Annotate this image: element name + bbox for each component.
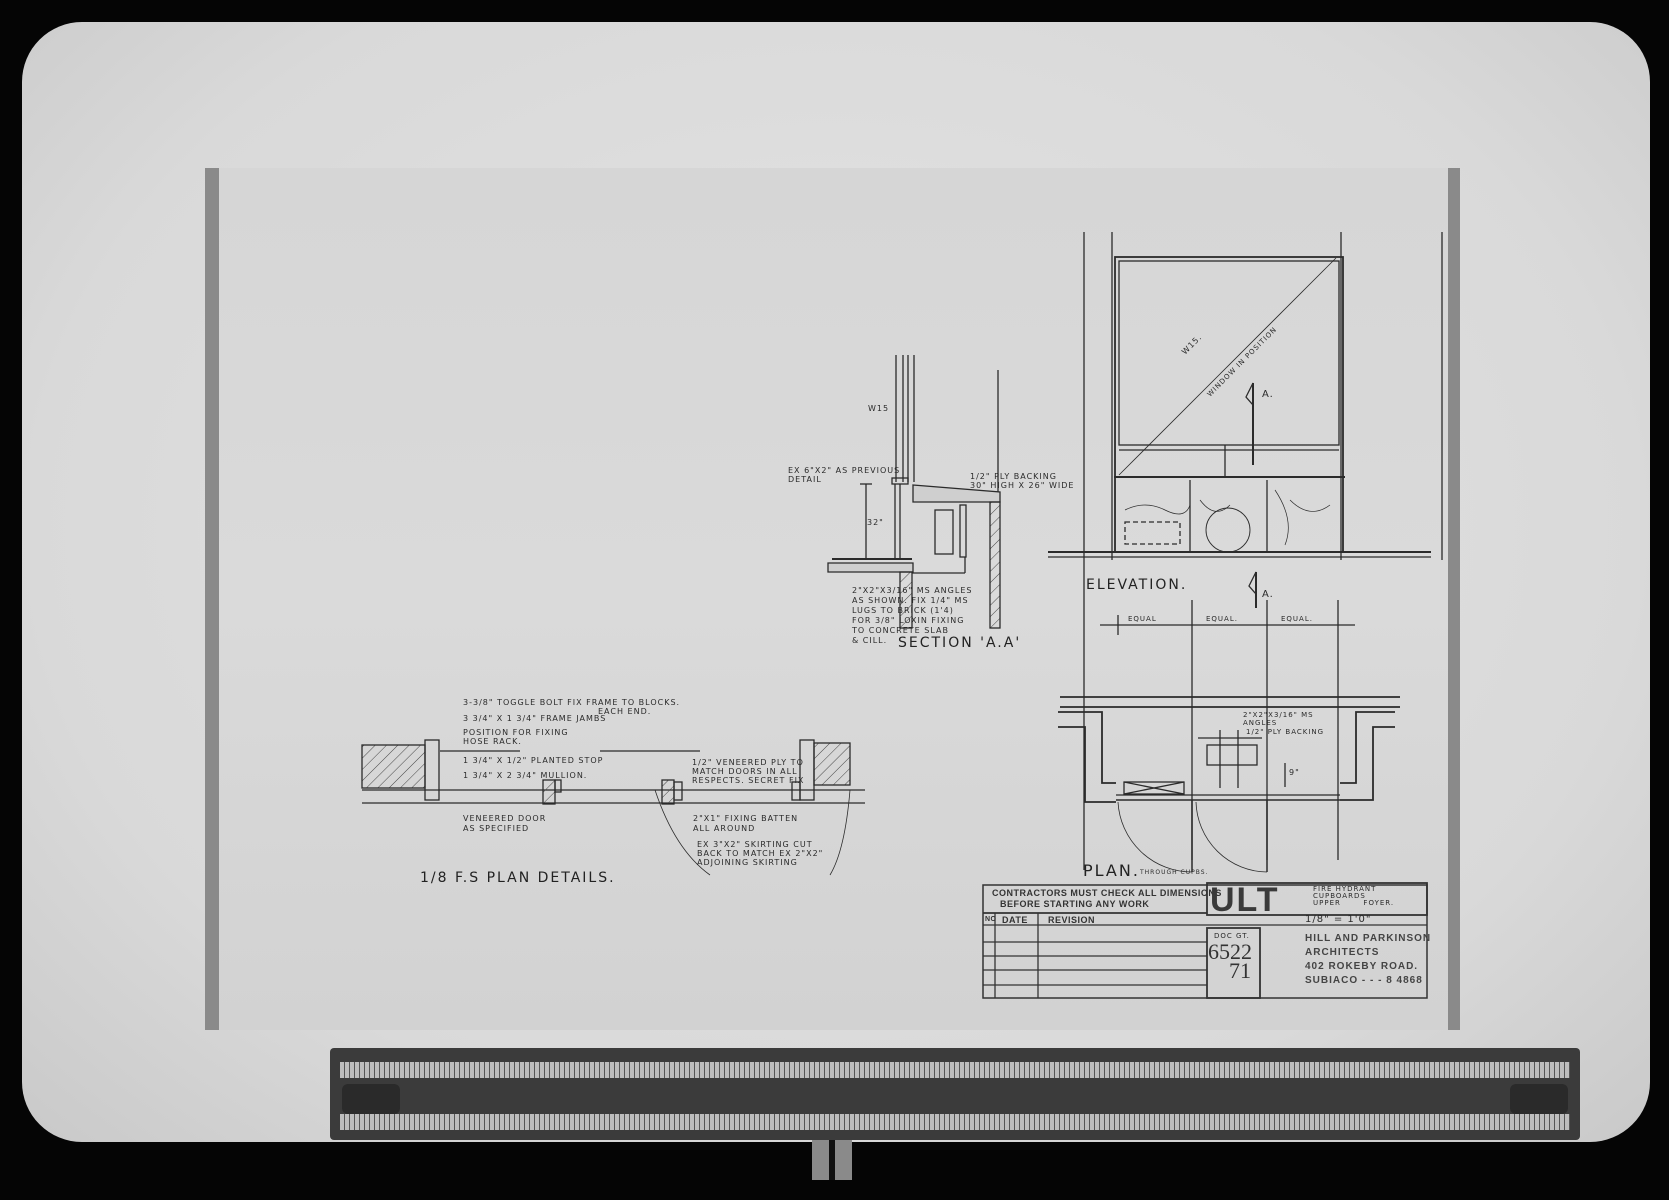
- detail-note-mullion: 1 3/4" x 2 3/4" MULLION.: [463, 771, 588, 780]
- detail-note-batten-2: ALL AROUND: [693, 824, 756, 833]
- architect-block: HILL AND PARKINSON ARCHITECTS 402 ROKEBY…: [1305, 932, 1431, 988]
- architect-name: HILL AND PARKINSON: [1305, 933, 1432, 944]
- plan-note-angles: 2"x2"x3/16" MS: [1243, 711, 1314, 719]
- col-no: No: [985, 916, 997, 923]
- section-note-backing-2: 30" HIGH x 26" WIDE: [970, 481, 1075, 490]
- sheet-edge-strip-right: [1448, 168, 1460, 1030]
- ruler-scale-bottom: [340, 1114, 1570, 1130]
- plan-details-title: 1/8 F.S PLAN DETAILS.: [420, 870, 616, 886]
- project-code: ULT: [1210, 881, 1280, 919]
- detail-note-planted-stop: 1 3/4" x 1/2" PLANTED STOP: [463, 756, 604, 765]
- col-revision: REVISION: [1048, 915, 1096, 925]
- dim-equal-1: EQUAL: [1128, 615, 1157, 623]
- detail-note-ply: 1/2" VENEERED PLY TO: [692, 758, 804, 767]
- architect-address: 402 ROKEBY ROAD.: [1305, 961, 1419, 972]
- note-line: 2"x2"x3/16" MS ANGLES: [852, 586, 973, 595]
- dim-equal-2: EQUAL.: [1206, 615, 1238, 623]
- plan-subtitle: THROUGH CUPBS.: [1140, 869, 1209, 876]
- drawing-sheet: [205, 168, 1460, 1030]
- section-aa-title: SECTION 'A.A': [898, 635, 1022, 651]
- architect-title: ARCHITECTS: [1305, 947, 1380, 958]
- ruler-clip-left: [342, 1084, 400, 1114]
- detail-note-door-2: AS SPECIFIED: [463, 824, 530, 833]
- detail-note-frame-jambs: 3 3/4" x 1 3/4" FRAME JAMBS: [463, 714, 607, 723]
- detail-note-ply-3: RESPECTS. SECRET FIX: [692, 776, 805, 785]
- doc-number: 6522: [1208, 939, 1252, 964]
- drawing-title-line: FIRE HYDRANT: [1313, 885, 1377, 893]
- detail-note-ply-2: MATCH DOORS IN ALL: [692, 767, 798, 776]
- section-marker-lower: A.: [1262, 589, 1274, 600]
- architect-phone: SUBIACO - - - 8 4868: [1305, 975, 1423, 986]
- elevation-title: ELEVATION.: [1086, 577, 1188, 593]
- plan-drawing: [1058, 696, 1400, 873]
- contractor-warning: CONTRACTORS MUST CHECK ALL DIMENSIONS: [992, 888, 1222, 898]
- drawing-title: FIRE HYDRANT CUPBOARDS UPPER FOYER.: [1313, 886, 1394, 907]
- detail-note-skirting-3: ADJOINING SKIRTING: [697, 858, 798, 867]
- sheet-number: 71: [1229, 958, 1251, 983]
- section-note-previous-2: DETAIL: [788, 475, 822, 484]
- doc-label: DOC GT.: [1214, 932, 1250, 940]
- scale-ruler: [330, 1048, 1580, 1140]
- note-line: TO CONCRETE SLAB: [852, 626, 949, 635]
- plan-note-backing: 1/2" PLY BACKING: [1246, 728, 1325, 736]
- sheet-edge-strip-left: [205, 168, 219, 1030]
- detail-note-toggle-bolt: 3-3/8" TOGGLE BOLT FIX FRAME TO BLOCKS.: [463, 698, 681, 707]
- detail-note-door: VENEERED DOOR: [463, 814, 547, 823]
- note-line: FOR 3/8" LOXIN FIXING: [852, 616, 965, 625]
- plan-note-angles-2: ANGLES: [1243, 719, 1278, 727]
- section-window-ref: W15: [868, 404, 890, 413]
- section-marker-upper: A.: [1262, 389, 1274, 400]
- ruler-stand: [812, 1140, 852, 1180]
- plan-dim: 9": [1289, 768, 1300, 777]
- title-block-lines: [982, 882, 1428, 999]
- detail-note-batten: 2"x1" FIXING BATTEN: [693, 814, 799, 823]
- section-note-previous: EX 6"x2" AS PREVIOUS: [788, 466, 901, 475]
- ruler-clip-right: [1510, 1084, 1568, 1114]
- section-note-backing: 1/2" PLY BACKING: [970, 472, 1057, 481]
- detail-note-hose-rack: POSITION FOR FIXING: [463, 728, 569, 737]
- drawing-title-line: CUPBOARDS: [1313, 892, 1366, 900]
- elevation-drawing: [1048, 232, 1443, 870]
- section-aa-drawing: [827, 355, 1001, 629]
- plan-title: PLAN.: [1083, 861, 1140, 880]
- plan-details-drawing: [361, 739, 865, 876]
- section-dim-height: 32": [867, 518, 884, 527]
- contractor-warning-2: BEFORE STARTING ANY WORK: [1000, 899, 1150, 909]
- note-line: LUGS TO BRICK (1'4): [852, 606, 954, 615]
- detail-note-hose-rack-2: HOSE RACK.: [463, 737, 522, 746]
- note-line: AS SHOWN. FIX 1/4" MS: [852, 596, 969, 605]
- dim-equal-3: EQUAL.: [1281, 615, 1313, 623]
- ruler-scale-top: [340, 1062, 1570, 1078]
- note-line: & CILL.: [852, 636, 888, 645]
- drawing-scale: 1/8" = 1'0": [1305, 914, 1372, 925]
- detail-note-skirting: EX 3"x2" SKIRTING CUT: [697, 840, 813, 849]
- detail-note-skirting-2: BACK TO MATCH EX 2"x2": [697, 849, 824, 858]
- detail-note-each-end: EACH END.: [598, 707, 652, 716]
- section-angle-notes: 2"x2"x3/16" MS ANGLES AS SHOWN. FIX 1/4"…: [852, 586, 972, 646]
- drawing-title-line: UPPER FOYER.: [1313, 899, 1395, 907]
- col-date: DATE: [1002, 915, 1028, 925]
